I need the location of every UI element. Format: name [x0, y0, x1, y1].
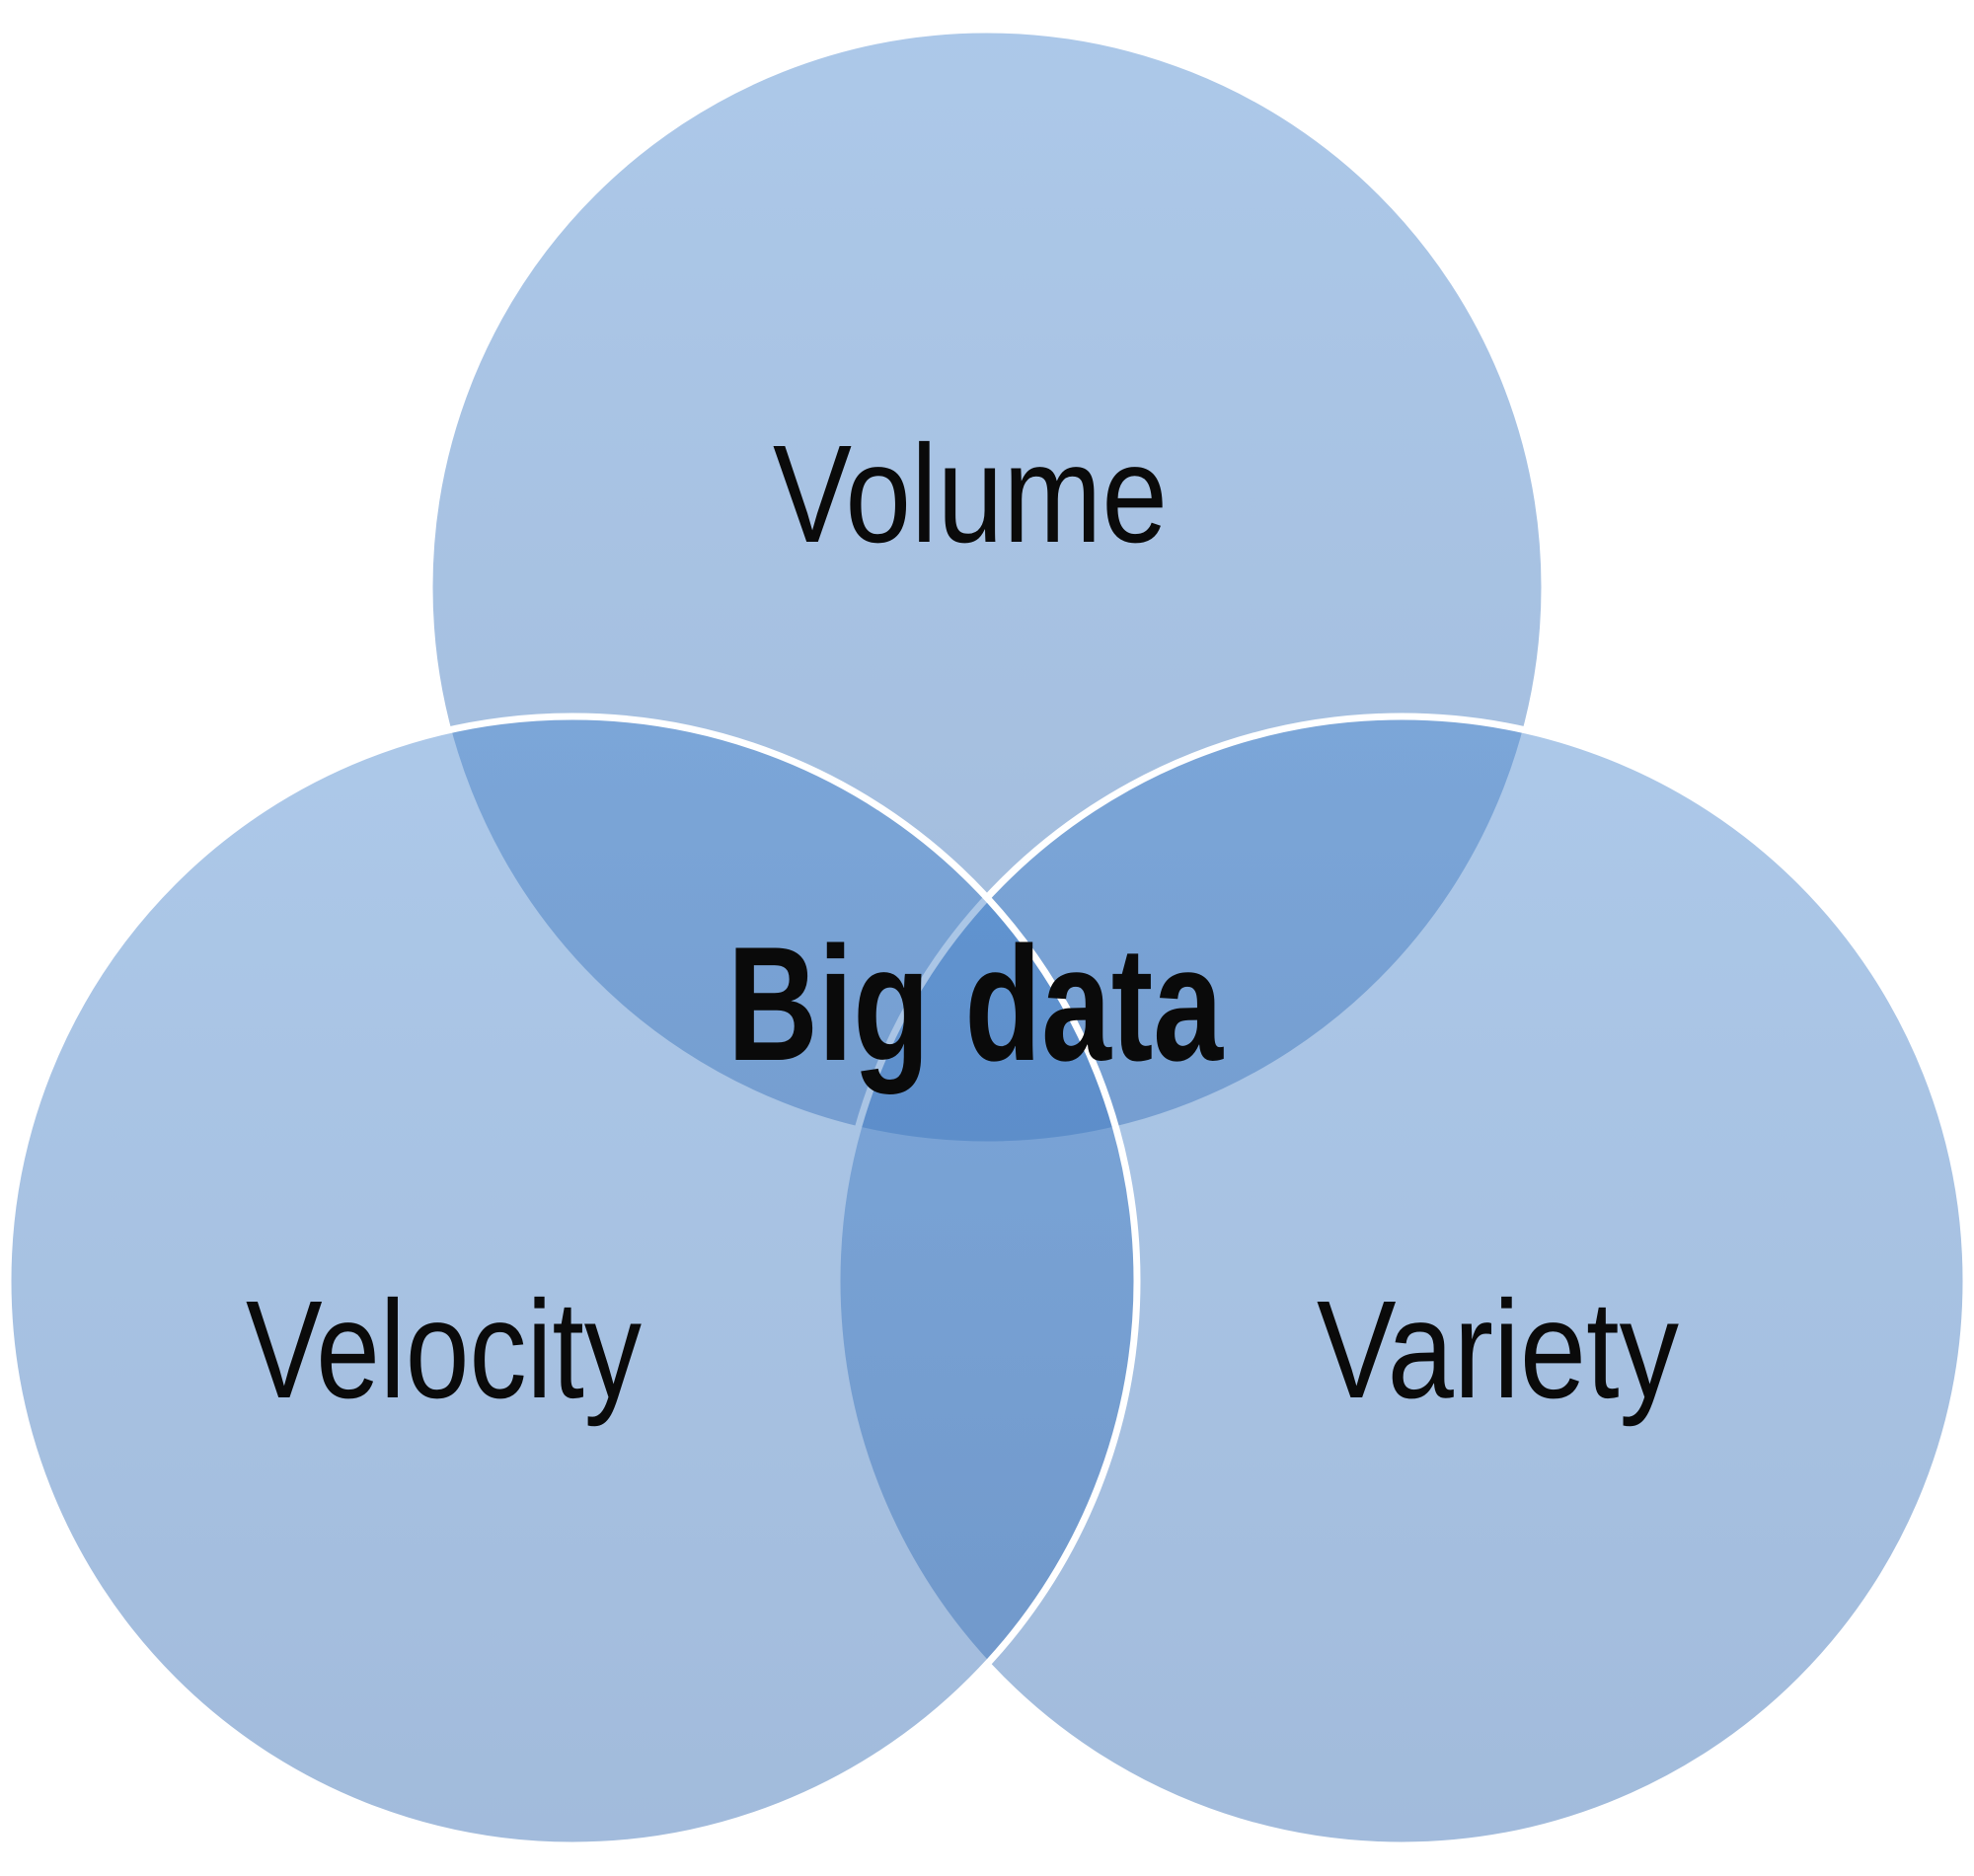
- label-velocity: Velocity: [246, 1271, 642, 1427]
- label-big-data: Big data: [727, 913, 1224, 1094]
- circle-velocity: [4, 713, 1141, 1849]
- label-variety: Variety: [1317, 1271, 1679, 1427]
- label-volume: Volume: [773, 415, 1168, 571]
